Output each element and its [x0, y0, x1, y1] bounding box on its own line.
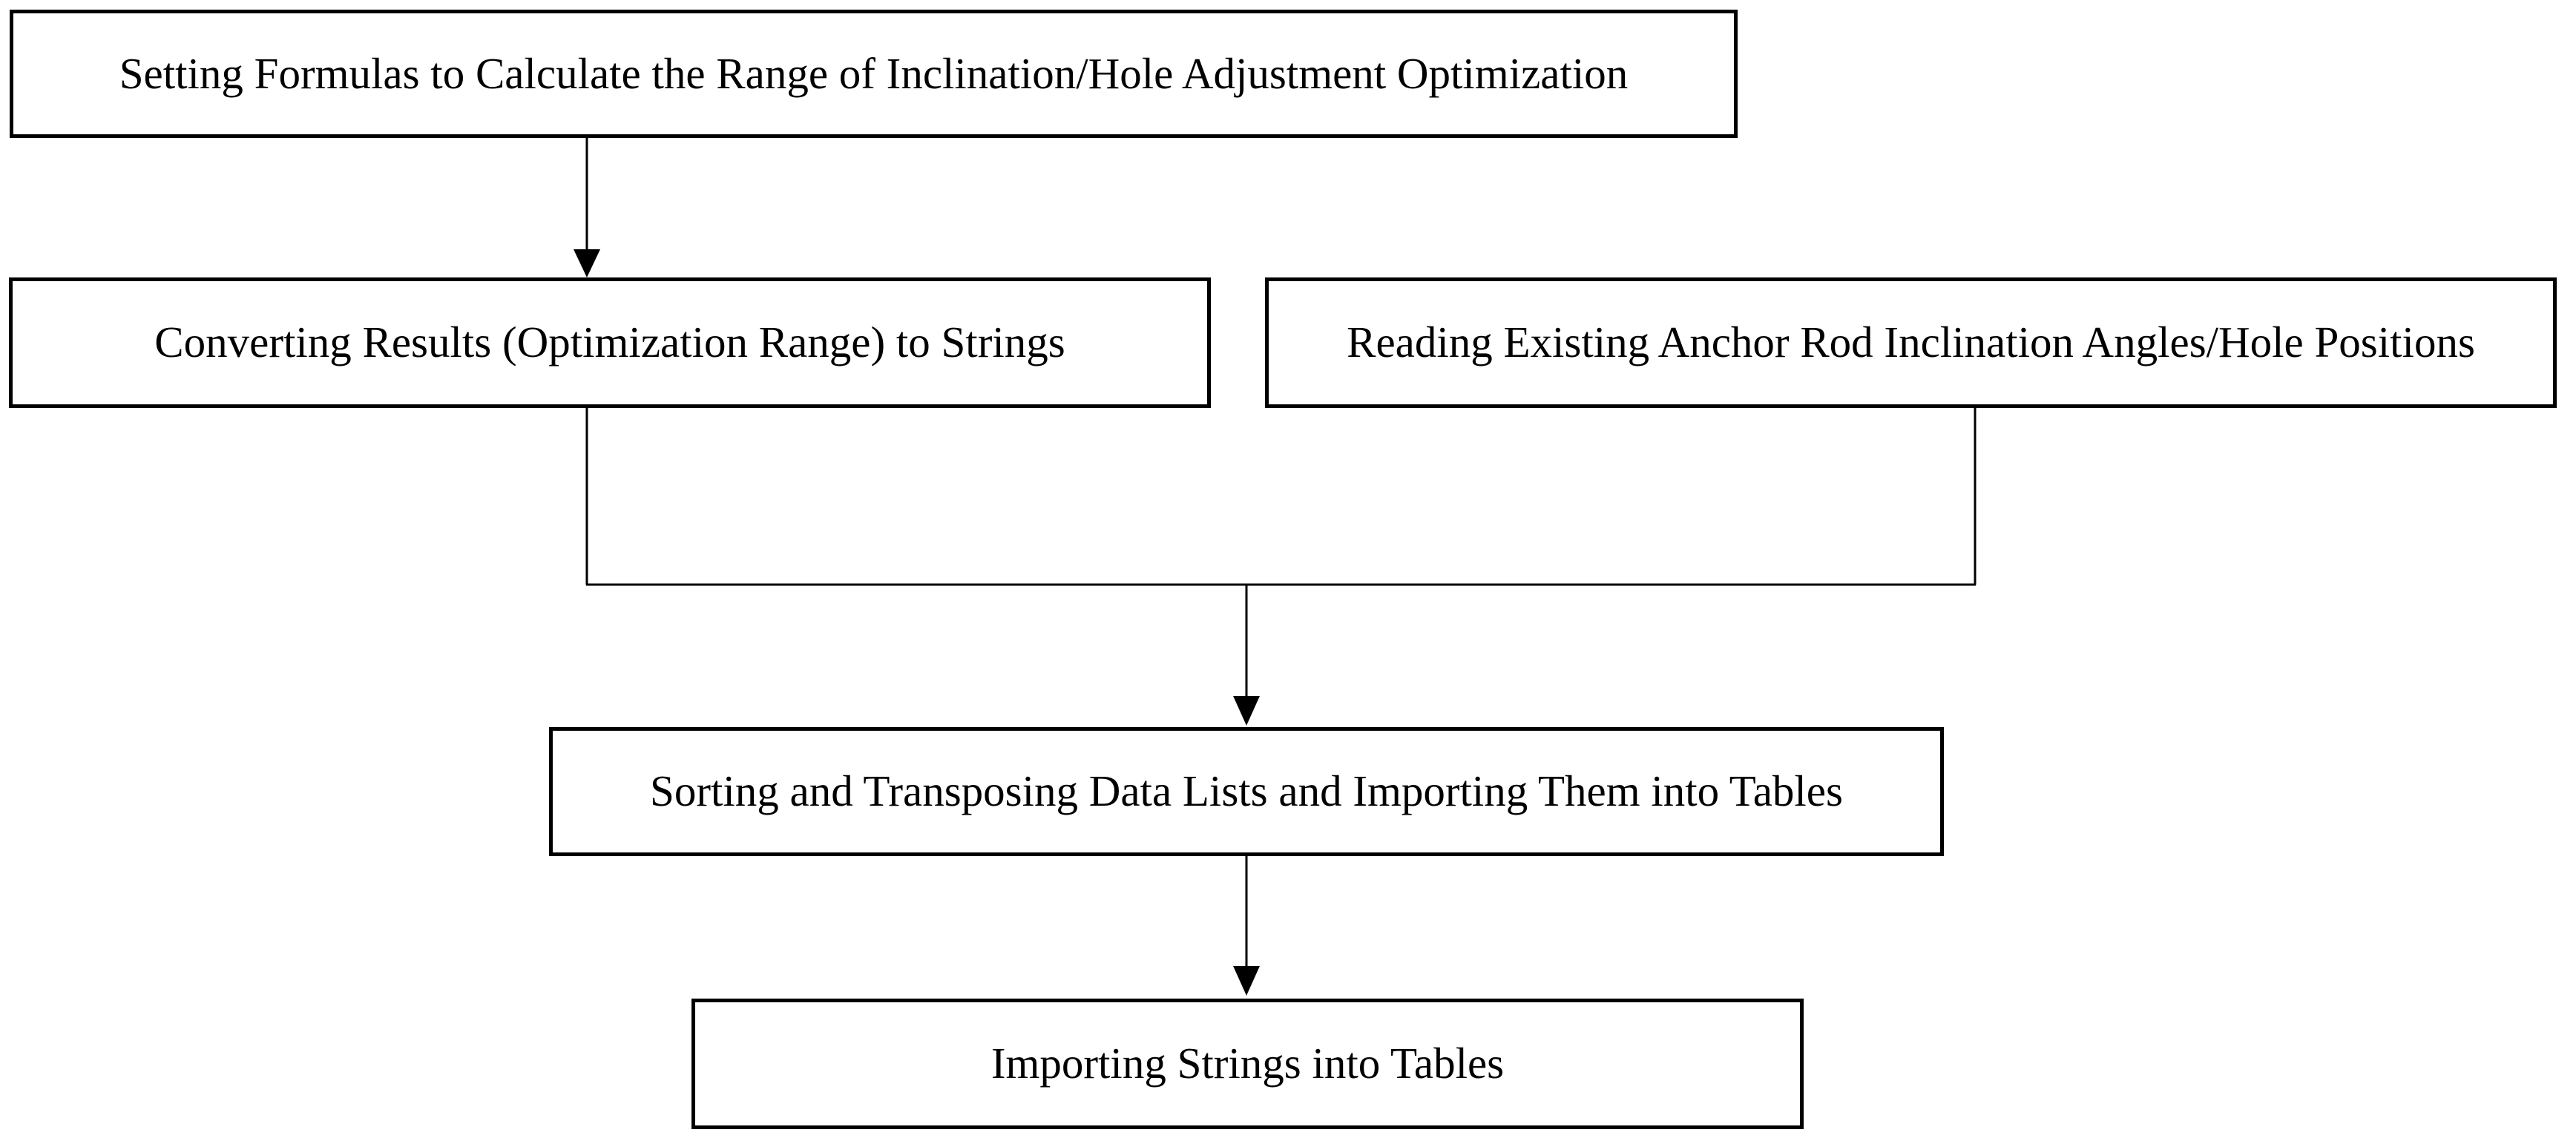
node-importing-strings: Importing Strings into Tables	[691, 999, 1804, 1129]
node-sorting-transposing: Sorting and Transposing Data Lists and I…	[549, 727, 1944, 856]
node-converting-results: Converting Results (Optimization Range) …	[9, 277, 1211, 408]
arrow-sorting-to-importing	[1233, 856, 1260, 996]
arrow-merge-to-sorting	[1233, 585, 1260, 726]
arrow-setting-to-converting	[574, 138, 600, 277]
connector-merge-lines	[585, 408, 1977, 586]
node-setting-formulas: Setting Formulas to Calculate the Range …	[10, 10, 1738, 138]
node-importing-strings-label: Importing Strings into Tables	[990, 1039, 1505, 1088]
node-setting-formulas-label: Setting Formulas to Calculate the Range …	[119, 48, 1629, 98]
node-reading-existing: Reading Existing Anchor Rod Inclination …	[1265, 277, 2557, 408]
node-reading-existing-label: Reading Existing Anchor Rod Inclination …	[1347, 318, 2475, 367]
node-sorting-transposing-label: Sorting and Transposing Data Lists and I…	[650, 766, 1843, 816]
node-converting-results-label: Converting Results (Optimization Range) …	[154, 318, 1065, 367]
